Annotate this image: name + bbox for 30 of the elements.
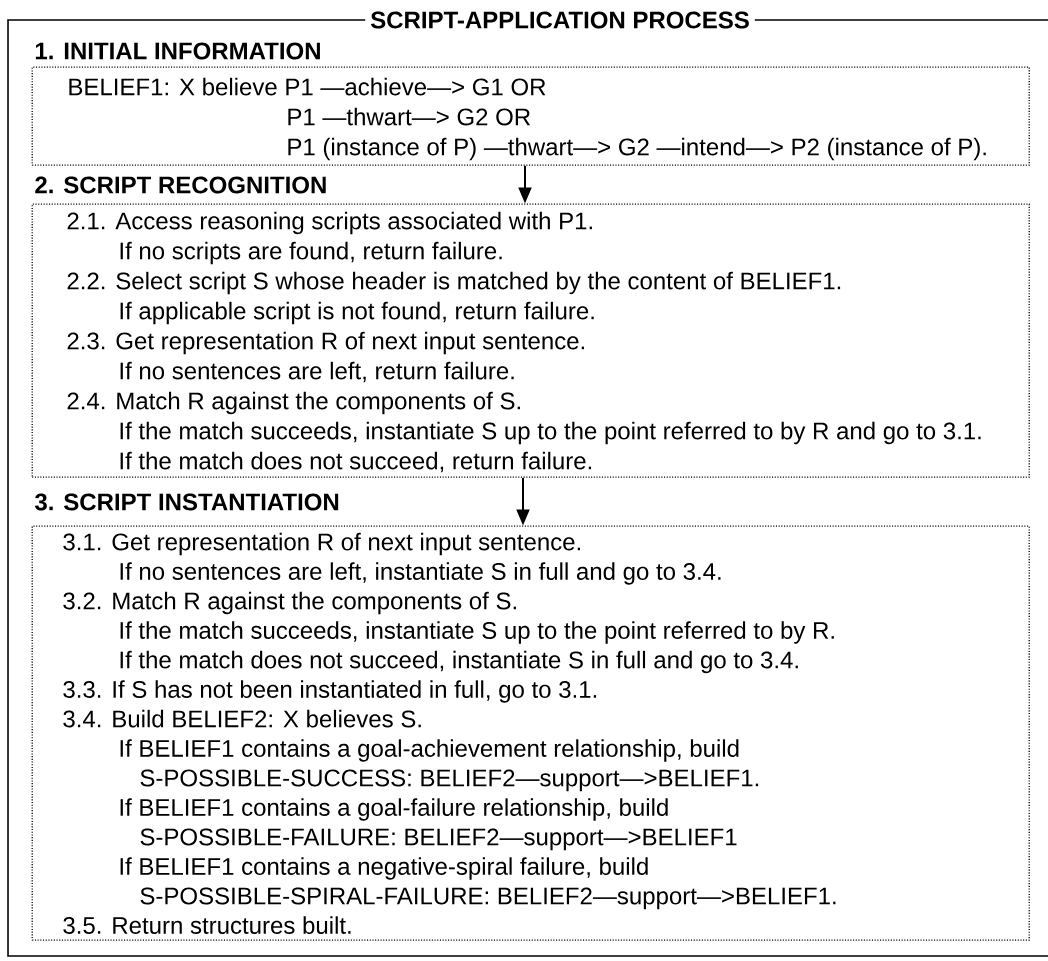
step-text: 3.2. Match R against the components of S. <box>63 591 516 615</box>
step-text: If the match succeeds, instantiate S up to the point referred to by R. <box>120 621 834 644</box>
step-text: If no sentences are left, instantiate S in full and go to 3.4. <box>120 562 721 585</box>
step-text: If BELIEF1 contains a goal-failure relationship, build <box>120 798 668 821</box>
frame-title: SCRIPT-APPLICATION PROCESS <box>365 9 755 31</box>
step-text: 2.4. Match R against the components of S. <box>67 391 520 415</box>
section-heading: 3. SCRIPT INSTANTIATION <box>34 493 339 511</box>
step-text: 3.5. Return structures built. <box>63 916 351 934</box>
section-heading: 1. INITIAL INFORMATION <box>35 42 320 60</box>
step-text: S-POSSIBLE-SUCCESS: BELIEF2—support—>BELIEF1. <box>140 769 759 792</box>
step-text: 3.3. If S has not been instantiated in full, go to 3.1. <box>63 680 597 703</box>
step-text: 2.1. Access reasoning scripts associated with P1. <box>67 211 592 235</box>
step-text: S-POSSIBLE-FAILURE: BELIEF2—support—>BELIEF1 <box>140 828 737 851</box>
step-text: P1 —thwart—> G2 OR <box>288 107 530 126</box>
step-text: If the match succeeds, instantiate S up to the point referred to by R and go to 3.1. <box>120 421 981 445</box>
step-text: If BELIEF1 contains a negative-spiral failure, build <box>120 857 648 880</box>
step-text: If no scripts are found, return failure. <box>120 241 502 265</box>
step-text: If the match does not succeed, instantiate S in full and go to 3.4. <box>120 650 798 674</box>
step-text: 2.3. Get representation R of next input sentence. <box>67 331 584 355</box>
step-text: If BELIEF1 contains a goal-achievement relationship, build <box>120 739 739 762</box>
step-text: S-POSSIBLE-SPIRAL-FAILURE: BELIEF2—support—>BELIEF1. <box>140 887 836 910</box>
step-text: If applicable script is not found, return failure. <box>120 301 594 325</box>
step-text: If the match does not succeed, return failure. <box>120 451 592 473</box>
section-heading: 2. SCRIPT RECOGNITION <box>35 176 326 194</box>
step-text: 2.2. Select script S whose header is matched by the content of BELIEF1. <box>67 271 841 295</box>
step-text: 3.1. Get representation R of next input sentence. <box>63 532 580 556</box>
step-text: P1 (instance of P) —thwart—> G2 —intend—> P2 (instance of P). <box>288 137 986 161</box>
step-text: 3.4. Build BELIEF2: X believes S. <box>63 709 421 728</box>
step-text: BELIEF1: X believe P1 —achieve—> G1 OR <box>69 77 546 96</box>
step-text: If no sentences are left, return failure. <box>120 361 514 383</box>
